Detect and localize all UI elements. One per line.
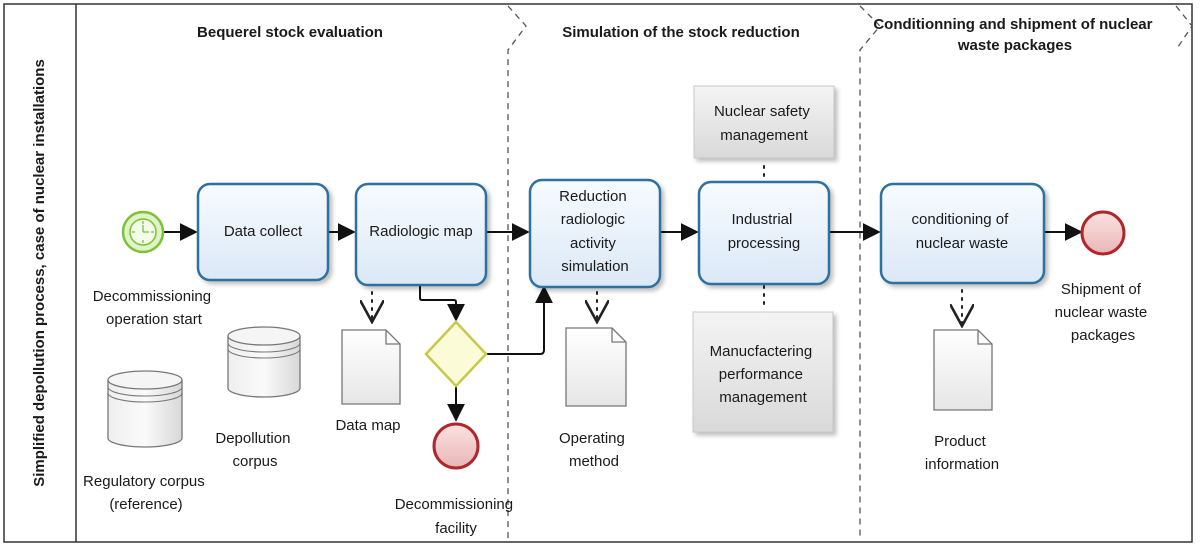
flow-radiologic-map-to-gateway (419, 285, 465, 322)
svg-text:Industrial processing: Industrial processing (728, 211, 801, 252)
end-event-shipment[interactable] (1080, 210, 1126, 256)
document-product-information[interactable] (933, 329, 993, 411)
phase-separator-1 (507, 5, 527, 540)
end-event-facility-label: Decommissioning facility (395, 496, 518, 537)
phase-separator-2 (859, 5, 881, 540)
exclusive-gateway[interactable] (424, 320, 488, 388)
document-data-map-label: Data map (335, 417, 400, 434)
note-manufacturing[interactable]: Manucfactering performance management (692, 311, 834, 433)
end-event-shipment-label: Shipment of nuclear waste packages (1055, 281, 1152, 344)
clock-icon (132, 221, 154, 243)
svg-text:Radiologic map: Radiologic map (369, 223, 472, 240)
svg-text:Manucfactering performan: Manucfactering performance management (710, 343, 817, 406)
task-reduction-simulation[interactable]: Reduction radiologic activity simulation (528, 178, 662, 289)
end-event-facility[interactable] (432, 422, 480, 470)
svg-text:Data collect: Data collect (224, 223, 303, 240)
flow-gateway-to-reduction (486, 285, 553, 355)
task-industrial-processing[interactable]: Industrial processing (697, 180, 831, 286)
svg-text:Nuclear safety managemen: Nuclear safety management (714, 103, 814, 144)
start-event[interactable] (121, 210, 165, 254)
start-event-label: Decommissioning operation start (93, 288, 216, 328)
document-operating-method[interactable] (565, 327, 627, 407)
document-operating-method-label: Operating method (559, 430, 629, 470)
datastore-regulatory-corpus[interactable] (107, 370, 183, 448)
phase-title-evaluation: Bequerel stock evaluation (197, 24, 383, 41)
svg-text:conditioning of nuclear: conditioning of nuclear waste (912, 211, 1013, 252)
document-data-map[interactable] (341, 329, 401, 405)
datastore-regulatory-label: Regulatory corpus (reference) (83, 473, 209, 513)
note-nuclear-safety[interactable]: Nuclear safety management (693, 85, 835, 159)
task-radiologic-map[interactable]: Radiologic map (354, 182, 488, 287)
svg-text:Reduction radiologic: Reduction radiologic activity simulation (559, 188, 631, 275)
lane-title: Simplified depollution process, case of … (31, 59, 48, 487)
phase-title-conditioning: Conditionning and shipment of nuclear wa… (873, 16, 1156, 54)
document-product-information-label: Product information (925, 433, 999, 473)
task-data-collect[interactable]: Data collect (196, 182, 330, 282)
phase-end-chevron (1175, 5, 1193, 51)
datastore-depollution-corpus[interactable] (227, 326, 301, 398)
phase-title-simulation: Simulation of the stock reduction (562, 24, 800, 41)
datastore-depollution-label: Depollution corpus (215, 430, 294, 470)
task-conditioning[interactable]: conditioning of nuclear waste (879, 182, 1046, 285)
